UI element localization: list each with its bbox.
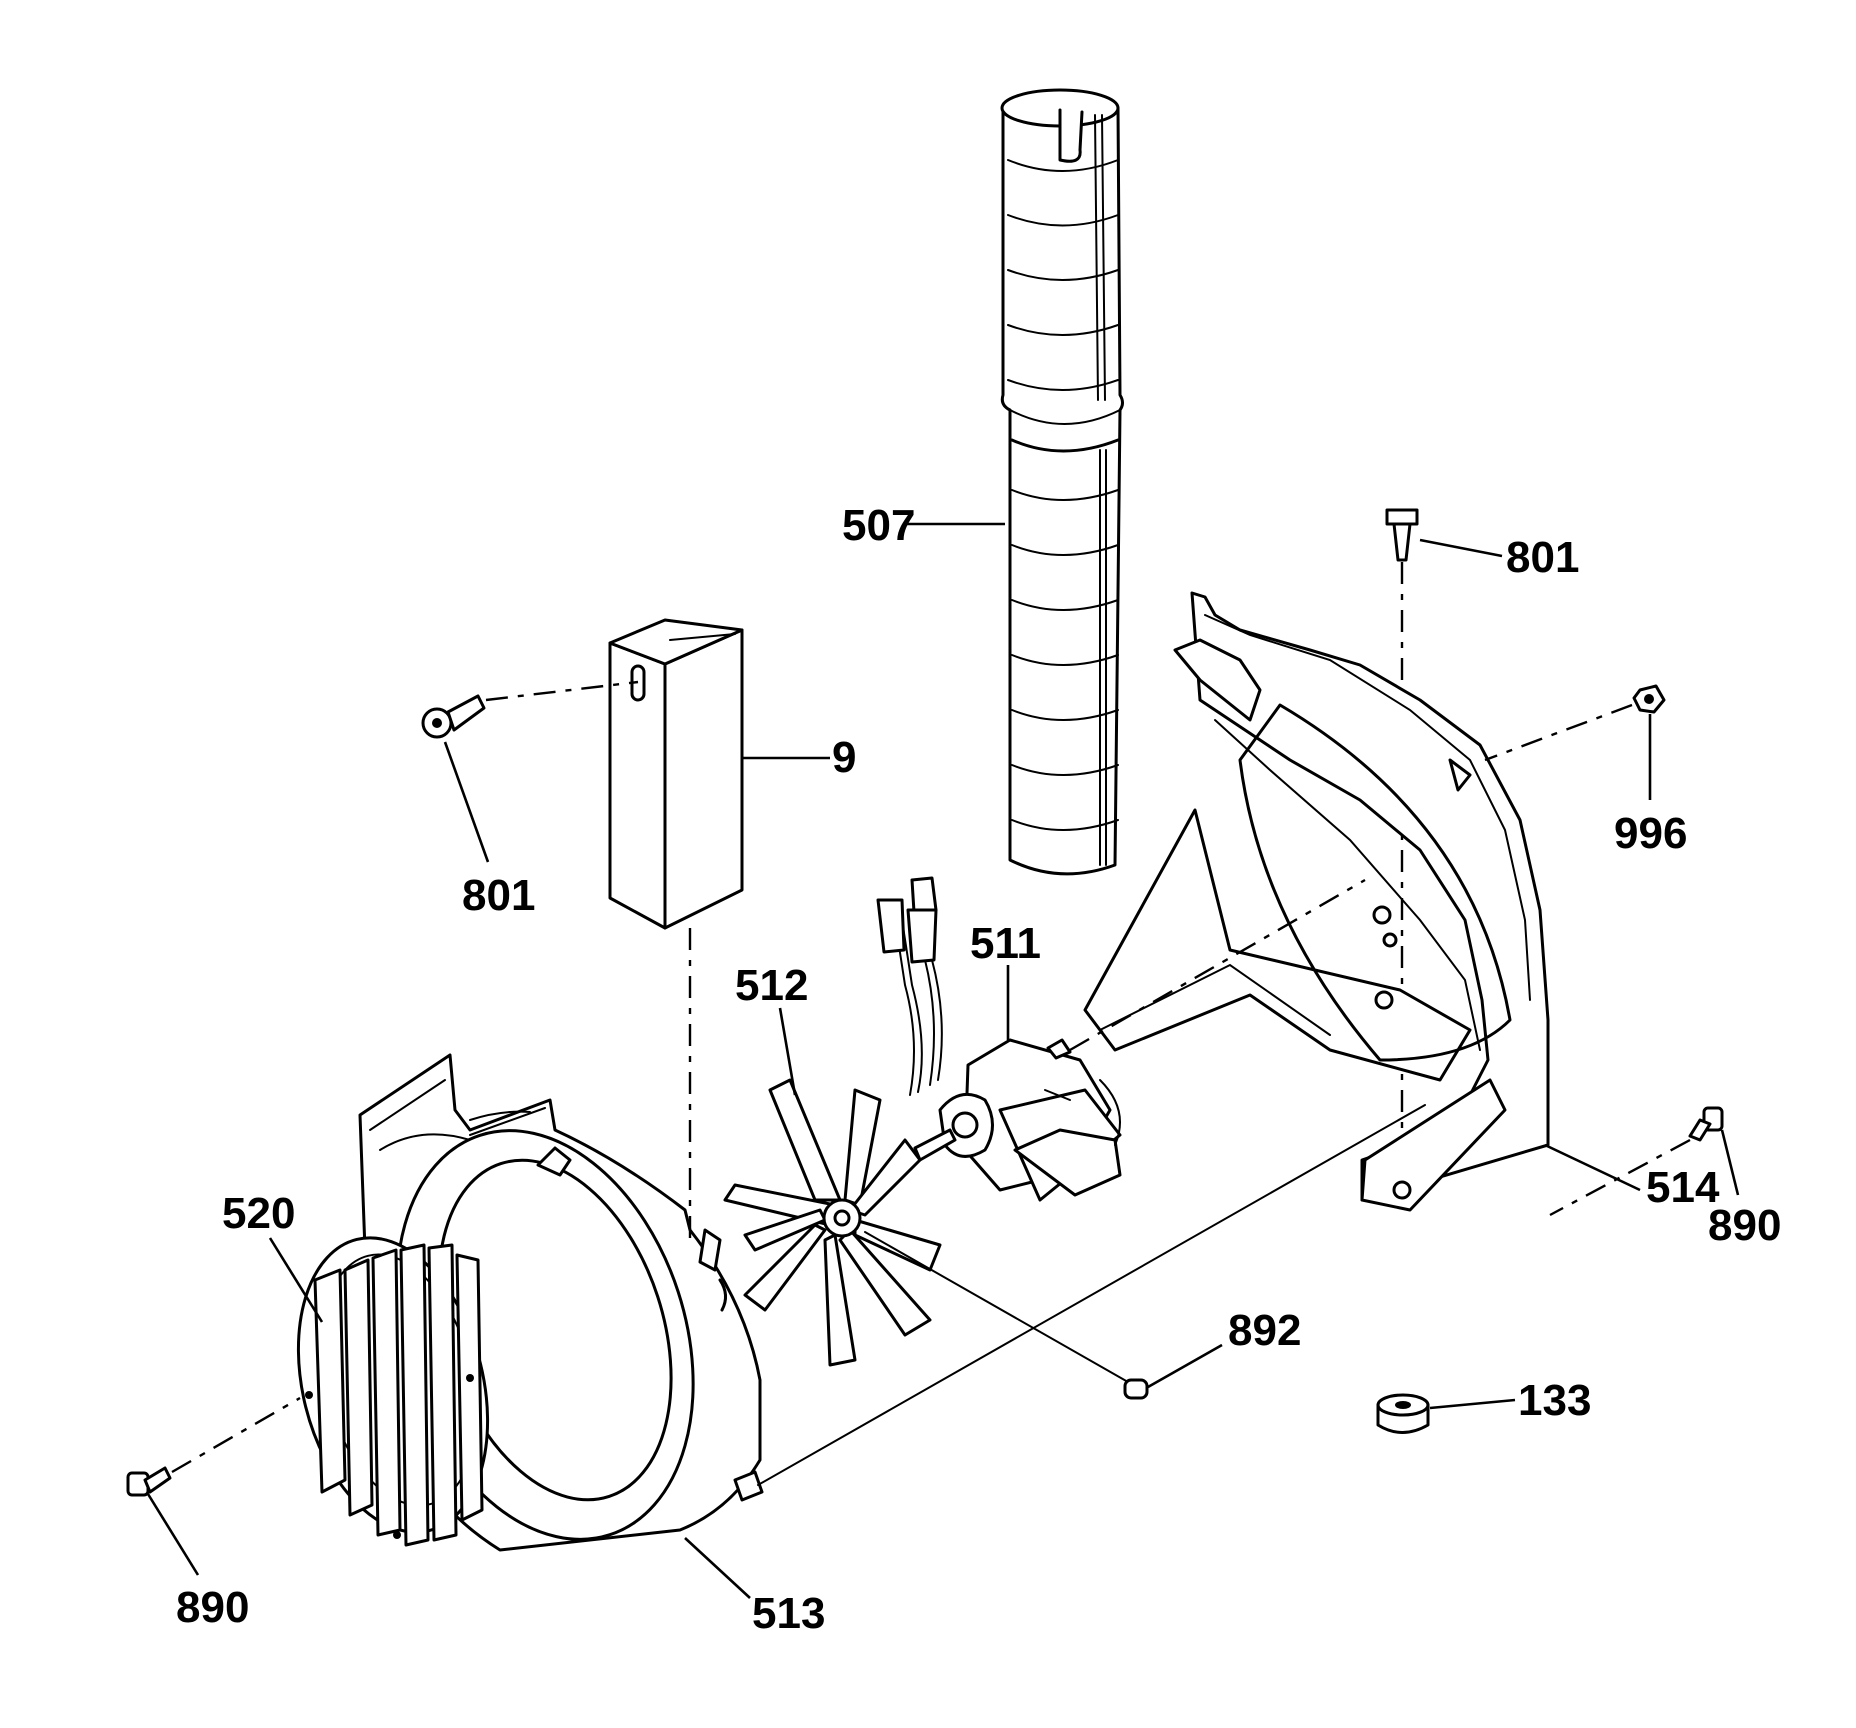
part-9-bracket: [608, 618, 744, 930]
leader-892: [1147, 1343, 1223, 1389]
leader-520: [268, 1237, 324, 1323]
callout-133: 133: [1518, 1376, 1591, 1425]
callout-801-top: 801: [1506, 533, 1579, 582]
callout-890-left: 890: [176, 1583, 249, 1632]
callout-513: 513: [752, 1589, 825, 1638]
callout-892: 892: [1228, 1306, 1301, 1355]
leader-512: [778, 1007, 797, 1096]
dashline-890-right: [1549, 1138, 1691, 1217]
part-520-grille: [296, 1236, 490, 1547]
part-996-nut: [1632, 684, 1666, 714]
part-801-screw-left: [421, 694, 486, 739]
part-507-duct: [1000, 88, 1124, 876]
part-890-screw-right: [1688, 1106, 1724, 1142]
dashline-996: [1484, 703, 1633, 762]
callout-512: 512: [735, 961, 808, 1010]
leader-513: [684, 1537, 751, 1599]
part-511-motor: [913, 1038, 1122, 1202]
dashline-511: [1069, 878, 1366, 1052]
callout-507: 507: [842, 501, 915, 550]
callout-514: 514: [1646, 1163, 1720, 1212]
callout-996: 996: [1614, 809, 1687, 858]
part-801-screw-top: [1385, 508, 1419, 562]
part-133-grommet: [1376, 1393, 1430, 1434]
callout-890-right: 890: [1708, 1201, 1781, 1250]
part-514-mount-bracket: [1083, 591, 1550, 1212]
leader-514: [1544, 1143, 1641, 1192]
part-512-fan-blade: [723, 1078, 942, 1367]
part-892-setscrew: [1123, 1378, 1149, 1400]
leader-890-right: [1720, 1129, 1740, 1196]
motor-wire-leads: [876, 876, 943, 1096]
leader-133: [1429, 1398, 1516, 1410]
callout-511: 511: [970, 919, 1041, 968]
dashline-890-left: [171, 1396, 301, 1474]
callout-9: 9: [832, 733, 856, 782]
leader-890-left: [146, 1493, 200, 1576]
leader-801-left: [443, 741, 490, 863]
dashline-892: [864, 1231, 1129, 1383]
leader-801-top: [1419, 538, 1503, 558]
housing-to-bracket-line: [757, 1104, 1426, 1486]
callout-801-left: 801: [462, 871, 535, 920]
callout-520: 520: [222, 1189, 295, 1238]
part-890-screw-left: [126, 1466, 172, 1497]
